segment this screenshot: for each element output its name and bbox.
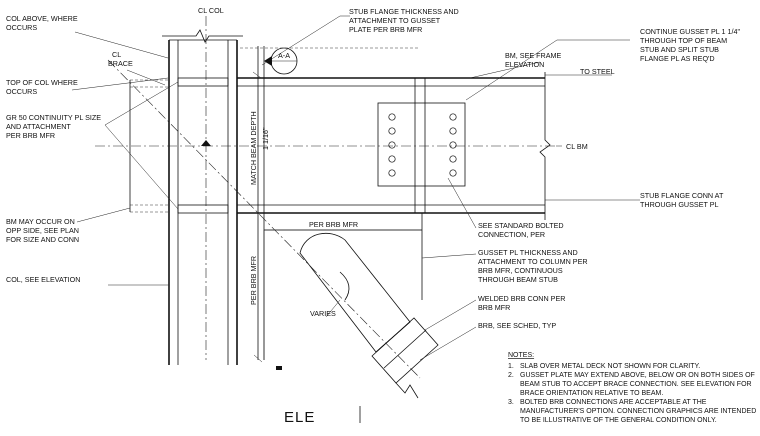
label-brb-see-sched: BRB, SEE SCHED, TYP: [478, 321, 556, 330]
label-welded-brb: WELDED BRB CONN PER BRB MFR: [478, 294, 567, 312]
notes-heading: NOTES:: [508, 352, 534, 359]
label-per-brb-mfr-v: PER BRB MFR: [249, 256, 258, 305]
drawing-title: ELE: [284, 409, 315, 426]
marker-square: [276, 366, 282, 370]
label-cl-col: CL COL: [198, 6, 224, 15]
note-line: 3.BOLTED BRB CONNECTIONS ARE ACCEPTABLE …: [508, 399, 707, 406]
label-match-beam-depth: MATCH BEAM DEPTH: [249, 111, 258, 185]
label-cl-bm: CL BM: [566, 142, 588, 151]
bolt-group: [388, 113, 457, 177]
label-to-steel: TO STEEL: [580, 67, 615, 76]
label-per-brb-mfr-h: PER BRB MFR: [309, 220, 358, 229]
section-triangle: [201, 140, 211, 146]
continuity-plate-bottom: [177, 204, 229, 214]
label-varies: VARIES: [310, 309, 336, 318]
note-line: MANUFACTURER'S OPTION. CONNECTION GRAPHI…: [520, 408, 756, 415]
label-col-see-elevation: COL, SEE ELEVATION: [6, 275, 80, 284]
note-line: TO BE ILLUSTRATIVE OF THE GENERAL CONDIT…: [520, 417, 717, 424]
label-col-above: COL ABOVE, WHERE OCCURS: [6, 14, 80, 32]
label-top-of-col: TOP OF COL WHERE OCCURS: [6, 78, 80, 96]
note-line: BRACE ORIENTATION RELATIVE TO BEAM.: [520, 390, 663, 397]
label-stub-flange: STUB FLANGE THICKNESS AND ATTACHMENT TO …: [349, 7, 461, 34]
bolt-plate: [377, 102, 466, 187]
note-line: 1.SLAB OVER METAL DECK NOT SHOWN FOR CLA…: [508, 363, 700, 370]
section-mark-a-a: A-A: [264, 47, 298, 75]
notes-block: NOTES: 1.SLAB OVER METAL DECK NOT SHOWN …: [508, 352, 756, 424]
beam-stub-left: [129, 79, 169, 213]
varies-arc: [339, 271, 350, 301]
label-see-standard-bolted: SEE STANDARD BOLTED CONNECTION, PER: [478, 221, 566, 239]
section-mark-label: A-A: [278, 51, 290, 60]
column: [162, 29, 243, 365]
label-bm-may-occur: BM MAY OCCUR ON OPP SIDE, SEE PLAN FOR S…: [6, 217, 81, 244]
label-cl-brace: CL BRACE: [108, 50, 133, 68]
dim-diag-2: [252, 71, 262, 79]
leader-lines: [71, 15, 640, 361]
dim-diag-1: [253, 354, 263, 363]
note-line: BEAM STUB TO ACCEPT BRACE CONNECTION. SE…: [520, 381, 752, 388]
label-dim-1-1-16: 1 1/16": [261, 127, 270, 150]
beam: [237, 72, 551, 220]
label-bm-see-frame: BM, SEE FRAME ELEVATION: [505, 51, 563, 69]
label-continue-gusset: CONTINUE GUSSET PL 1 1/4" THROUGH TOP OF…: [640, 27, 742, 63]
note-line: 2.GUSSET PLATE MAY EXTEND ABOVE, BELOW O…: [508, 372, 755, 379]
continuity-plate-top: [177, 77, 229, 87]
brace: [107, 59, 439, 399]
label-gr50: GR 50 CONTINUITY PL SIZE AND ATTACHMENT …: [6, 113, 103, 140]
label-stub-flange-conn: STUB FLANGE CONN AT THROUGH GUSSET PL: [640, 191, 725, 209]
label-gusset-pl: GUSSET PL THICKNESS AND ATTACHMENT TO CO…: [478, 248, 590, 284]
